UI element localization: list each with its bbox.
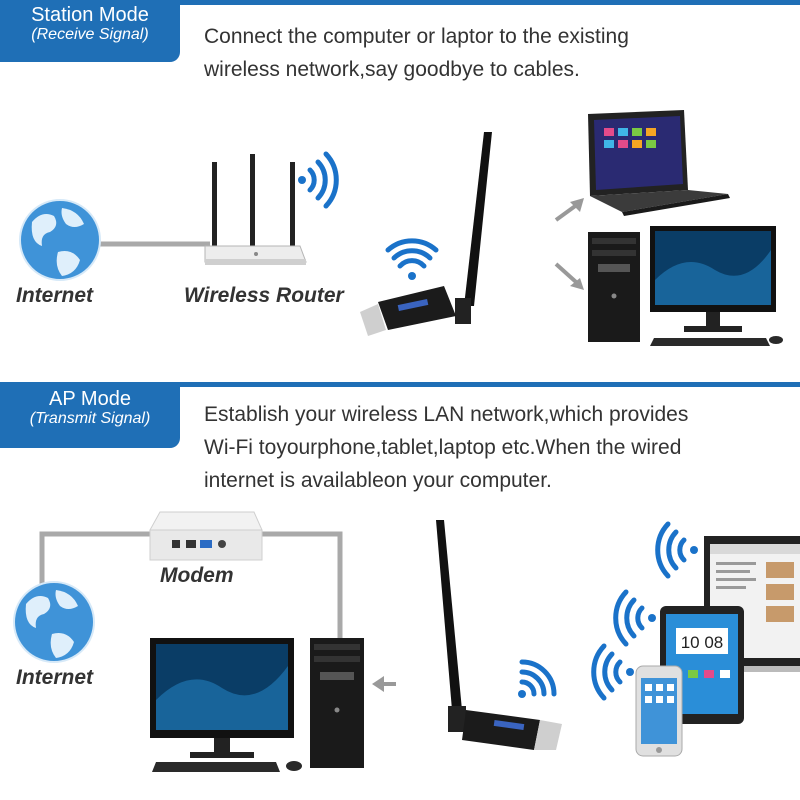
internet-globe-icon [19,199,101,281]
ap-description: Establish your wireless LAN network,whic… [204,398,794,497]
arrow-to-computer-icon [372,676,396,692]
ap-usb-wifi-adapter-icon [436,520,562,750]
ap-mode-section: AP Mode (Transmit Signal) Establish your… [0,380,800,800]
usb-wifi-adapter-icon [360,132,492,336]
ap-mode-tag: AP Mode (Transmit Signal) [0,382,180,448]
modem-computer-connector [262,531,343,638]
ap-desktop-monitor-icon [150,638,294,758]
station-description-line-1: Connect the computer or laptor to the ex… [204,25,629,48]
keyboard-icon [650,336,783,346]
ap-internet-globe-icon [13,581,95,663]
arrow-to-laptop-icon [554,198,584,222]
ap-keyboard-icon [152,761,302,772]
desktop-monitor-icon [650,226,776,332]
station-mode-section: Station Mode (Receive Signal) Connect th… [0,0,800,380]
ap-description-line-2: Wi-Fi toyourphone,tablet,laptop etc.When… [204,436,682,459]
globe-modem-connector [39,531,150,590]
station-description: Connect the computer or laptor to the ex… [204,20,794,86]
modem-label: Modem [160,564,234,587]
ap-description-line-1: Establish your wireless LAN network,whic… [204,403,689,426]
station-mode-tag: Station Mode (Receive Signal) [0,0,180,62]
laptop-wifi-signal-icon [655,521,698,579]
ap-mode-title: AP Mode [49,388,131,410]
ap-internet-label: Internet [16,666,94,689]
tablet-clock-text: 10 08 [681,633,724,652]
arrow-to-desktop-icon [554,262,584,290]
laptop-icon [588,110,730,216]
tablet-wifi-signal-icon [613,589,656,647]
smartphone-icon [635,665,683,757]
station-mode-title: Station Mode [31,4,149,26]
ap-top-rule [0,382,800,387]
ap-description-line-3: internet is availableon your computer. [204,469,552,492]
station-diagram [19,110,783,346]
ap-desktop-tower-icon [310,638,364,768]
router-wifi-signal-icon [298,151,339,209]
station-top-rule [0,0,800,5]
adapter-wifi-signal-icon [385,238,439,280]
wireless-router-label: Wireless Router [184,284,344,307]
modem-icon [149,511,263,561]
ap-diagram: 10 08 [13,511,800,772]
ap-mode-subtitle: (Transmit Signal) [29,410,151,427]
station-description-line-2: wireless network,say goodbye to cables. [204,58,580,81]
phone-wifi-signal-icon [591,643,634,701]
ap-adapter-wifi-signal-icon [518,659,557,698]
desktop-tower-icon [588,232,640,342]
station-mode-subtitle: (Receive Signal) [31,26,149,43]
wireless-router-icon [204,154,307,265]
station-internet-label: Internet [16,284,94,307]
